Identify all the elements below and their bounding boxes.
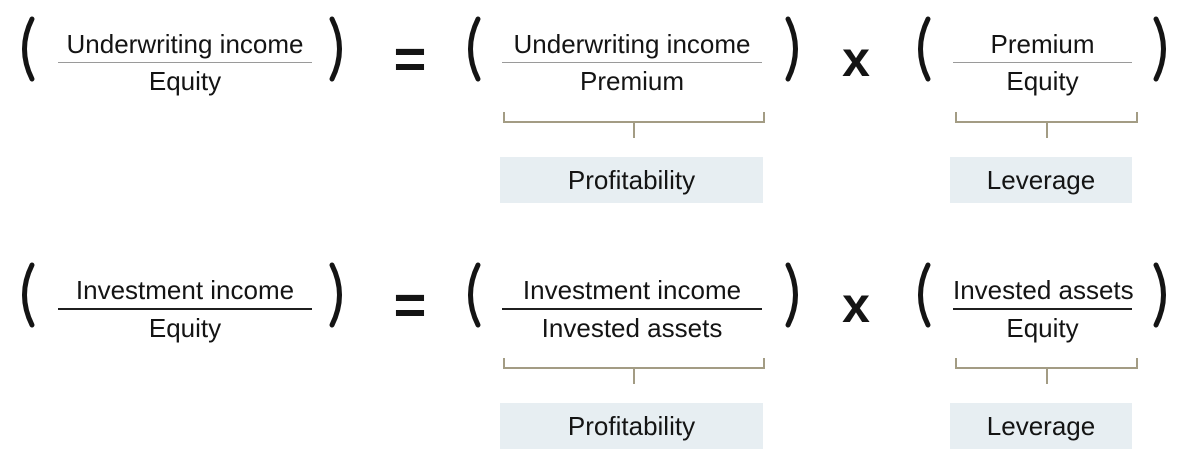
fraction-bar xyxy=(953,62,1132,63)
close-paren-icon xyxy=(1153,16,1166,82)
profitability-brace xyxy=(503,358,765,384)
close-paren-icon xyxy=(329,16,342,82)
multiply-sign: x xyxy=(842,276,870,333)
leverage-brace xyxy=(955,358,1138,384)
fraction-bar xyxy=(58,308,312,310)
fraction-bar xyxy=(502,62,762,63)
profitability-label: Profitability xyxy=(567,164,696,195)
fraction-numerator: Underwriting income xyxy=(66,29,304,59)
brace-stem xyxy=(1045,367,1048,384)
lhs-fraction: Underwriting income Equity xyxy=(58,29,312,96)
fraction-numerator: Investment income xyxy=(522,275,742,305)
fraction-denominator: Equity xyxy=(148,313,222,343)
fraction-numerator: Invested assets xyxy=(953,275,1134,305)
brace-stem xyxy=(633,121,635,138)
open-paren-icon xyxy=(22,16,35,82)
equals-sign: = xyxy=(393,273,427,336)
close-paren-icon xyxy=(785,16,798,82)
profitability-label-box: Profitability xyxy=(500,403,763,449)
profitability-label: Profitability xyxy=(567,410,696,441)
close-paren-icon xyxy=(329,262,342,328)
fraction-denominator: Equity xyxy=(148,66,222,96)
multiply-sign: x xyxy=(842,30,870,87)
brace-stem xyxy=(1045,121,1048,138)
brace-stem xyxy=(633,367,635,384)
close-paren-icon xyxy=(785,262,798,328)
equals-sign: = xyxy=(393,27,427,90)
profitability-fraction: Investment income Invested assets xyxy=(502,275,762,343)
fraction-denominator: Equity xyxy=(1006,313,1079,343)
leverage-fraction: Premium Equity xyxy=(953,29,1132,96)
open-paren-icon xyxy=(468,262,481,328)
underwriting-equation-row: Underwriting income Equity = Underwritin… xyxy=(0,0,1200,233)
fraction-bar xyxy=(58,62,312,63)
investment-equation-row: Investment income Equity = Investment in… xyxy=(0,246,1200,467)
open-paren-icon xyxy=(918,262,931,328)
open-paren-icon xyxy=(468,16,481,82)
lhs-fraction: Investment income Equity xyxy=(58,275,312,343)
profitability-brace xyxy=(503,112,765,138)
close-paren-icon xyxy=(1153,262,1166,328)
fraction-bar xyxy=(502,308,762,310)
leverage-label-box: Leverage xyxy=(950,403,1132,449)
leverage-label-box: Leverage xyxy=(950,157,1132,203)
open-paren-icon xyxy=(918,16,931,82)
fraction-numerator: Premium xyxy=(990,29,1095,59)
fraction-denominator: Premium xyxy=(579,66,684,96)
fraction-bar xyxy=(953,308,1132,310)
profitability-fraction: Underwriting income Premium xyxy=(502,29,762,96)
fraction-numerator: Underwriting income xyxy=(513,29,751,59)
fraction-numerator: Investment income xyxy=(75,275,295,305)
fraction-denominator: Invested assets xyxy=(541,313,723,343)
leverage-label: Leverage xyxy=(986,410,1096,441)
leverage-fraction: Invested assets Equity xyxy=(953,275,1134,343)
fraction-denominator: Equity xyxy=(1006,66,1079,96)
open-paren-icon xyxy=(22,262,35,328)
profitability-label-box: Profitability xyxy=(500,157,763,203)
leverage-brace xyxy=(955,112,1138,138)
leverage-label: Leverage xyxy=(986,164,1096,195)
